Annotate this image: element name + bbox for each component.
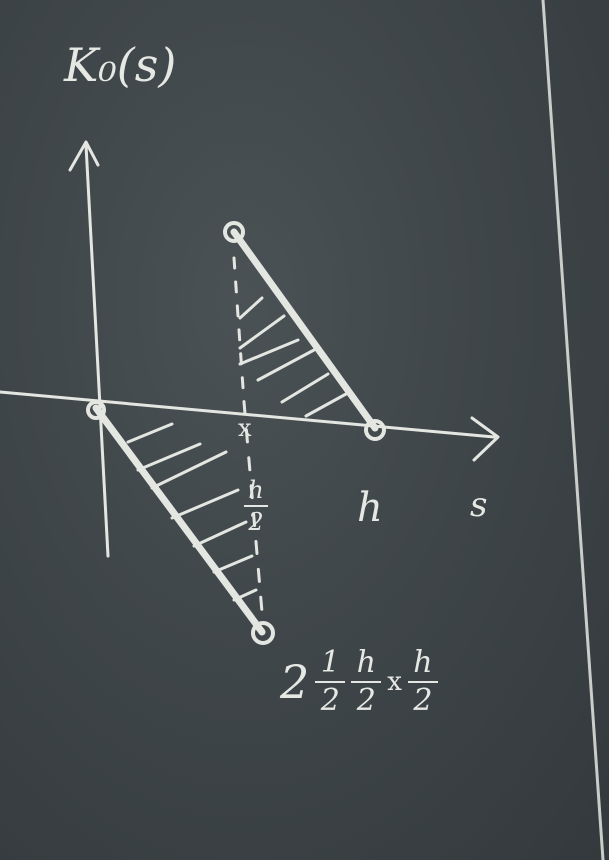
x-axis-label: s (470, 485, 488, 525)
upper-triangle-hypotenuse (230, 228, 379, 432)
h-tick-label: h (357, 485, 383, 531)
y-axis (84, 143, 110, 558)
h-point (364, 419, 386, 441)
x-axis (0, 390, 496, 439)
formula-times-sign: x (387, 667, 402, 697)
fraction-bar (244, 505, 268, 507)
y-axis-arrowhead (68, 140, 100, 172)
formula-fraction-1: 1 2 (315, 645, 346, 718)
formula-fraction-3-numerator: h (413, 645, 433, 680)
midpoint-fraction-denominator: 2 (248, 508, 264, 536)
formula-fraction-1-numerator: 1 (320, 645, 340, 680)
formula-fraction-3-denominator: 2 (413, 683, 433, 718)
formula-fraction-3: h 2 (407, 645, 438, 718)
formula-fraction-2: h 2 (351, 645, 382, 718)
lower-triangle-hatching (126, 422, 258, 602)
upper-triangle-vertical-side (232, 256, 246, 404)
upper-open-point (223, 221, 245, 243)
formula-fraction-2-denominator: 2 (356, 683, 376, 718)
fraction-bar (315, 681, 346, 683)
lower-open-point (251, 621, 275, 645)
midpoint-mark: x (238, 414, 252, 442)
formula-coefficient: 2 (280, 655, 310, 709)
formula-fraction-2-numerator: h (356, 645, 376, 680)
origin-point (86, 400, 106, 420)
midpoint-fraction-numerator: h (248, 476, 264, 504)
midpoint-fraction: h 2 (244, 478, 268, 534)
board-edge-line (541, 0, 605, 860)
upper-triangle-hatching (238, 296, 348, 418)
fraction-bar (351, 681, 382, 683)
formula-fraction-1-denominator: 2 (320, 683, 340, 718)
y-axis-label: K₀(s) (64, 38, 177, 92)
lower-triangle-vertical-side (242, 400, 264, 614)
x-axis-arrowhead (470, 416, 500, 462)
lower-triangle-hypotenuse (92, 404, 266, 636)
fraction-bar (407, 681, 438, 683)
area-formula: 2 1 2 h 2 x h 2 (280, 648, 438, 716)
